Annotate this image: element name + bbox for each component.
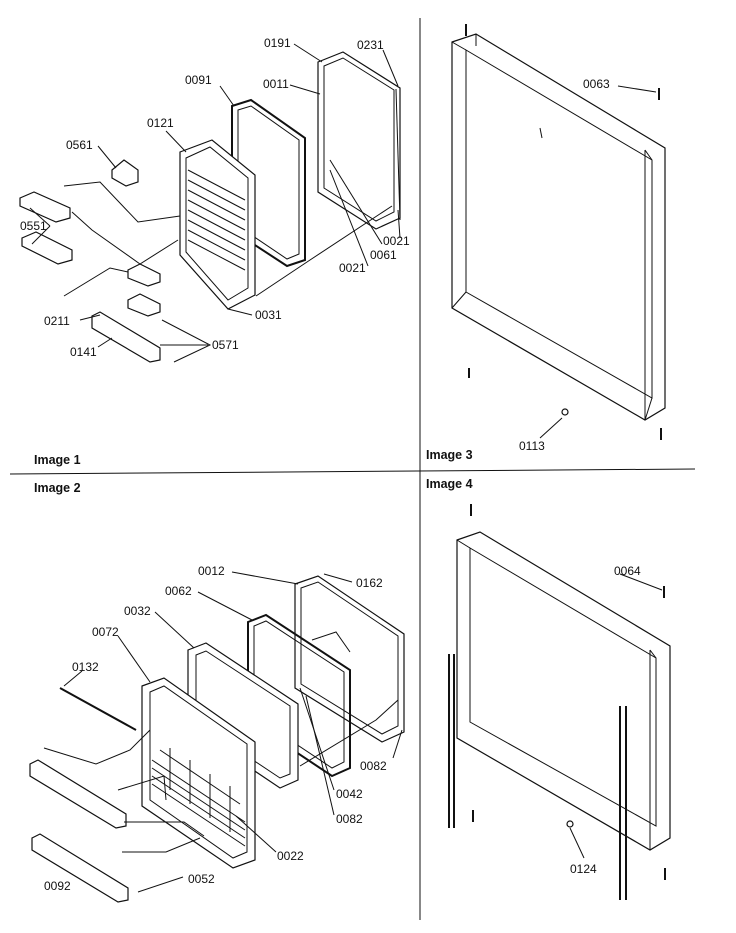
caption-image-2: Image 2 — [34, 481, 81, 495]
image-2-drawing — [29, 571, 405, 903]
label-0561: 0561 — [66, 138, 93, 152]
horizontal-divider — [9, 468, 696, 475]
label-0082-right: 0082 — [360, 759, 387, 773]
label-0072: 0072 — [92, 625, 119, 639]
label-0021-lower: 0021 — [339, 261, 366, 275]
label-0092: 0092 — [44, 879, 71, 893]
label-0571: 0571 — [212, 338, 239, 352]
label-0141: 0141 — [70, 345, 97, 359]
label-0121: 0121 — [147, 116, 174, 130]
label-0551: 0551 — [20, 219, 47, 233]
label-0162: 0162 — [356, 576, 383, 590]
outer-door-panel — [317, 51, 401, 230]
label-0022: 0022 — [277, 849, 304, 863]
label-0031: 0031 — [255, 308, 282, 322]
label-0211: 0211 — [44, 314, 70, 328]
image-1-leaders — [29, 43, 401, 363]
door-frame-outer — [451, 33, 666, 421]
caption-image-3: Image 3 — [426, 448, 473, 462]
part-0551-bin-upper — [19, 191, 71, 223]
caption-image-4: Image 4 — [426, 477, 473, 491]
label-0021-upper: 0021 — [383, 234, 410, 248]
screw-group-image-3 — [465, 24, 662, 440]
label-0032: 0032 — [124, 604, 151, 618]
label-0132: 0132 — [72, 660, 99, 674]
door-liner-shelves — [187, 169, 246, 271]
label-0011: 0011 — [263, 77, 289, 91]
freezer-frame-outer — [456, 531, 671, 851]
image-3-drawing — [451, 24, 666, 440]
part-cup-lower — [127, 293, 161, 317]
outer-door-panel-inner-edge — [323, 57, 395, 222]
label-0062: 0062 — [165, 584, 192, 598]
label-0012: 0012 — [198, 564, 225, 578]
image-2-leaders — [43, 571, 403, 893]
part-cup-upper — [127, 263, 161, 287]
part-0092-rail — [31, 833, 129, 903]
freezer-outer-panel — [294, 575, 405, 743]
part-0551-bin-lower — [21, 231, 73, 265]
door-liner — [179, 139, 256, 310]
label-0091: 0091 — [185, 73, 212, 87]
heater-tubes — [448, 654, 627, 900]
label-0061: 0061 — [370, 248, 397, 262]
label-0082-lower: 0082 — [336, 812, 363, 826]
screw-0124 — [566, 820, 574, 828]
panel-dividers — [9, 18, 696, 920]
caption-image-1: Image 1 — [34, 453, 81, 467]
image-1-drawing — [19, 43, 401, 363]
label-0124: 0124 — [570, 862, 597, 876]
screw-group-image-4 — [470, 504, 666, 880]
label-0052: 0052 — [188, 872, 215, 886]
image-4-drawing — [448, 504, 671, 900]
label-0064: 0064 — [614, 564, 641, 578]
freezer-door-liner — [141, 677, 256, 869]
screw-0113 — [561, 408, 569, 416]
part-0141-rail — [91, 311, 161, 363]
part-upper-rail — [29, 759, 127, 829]
label-0231: 0231 — [357, 38, 384, 52]
label-0113: 0113 — [519, 439, 545, 453]
label-0042: 0042 — [336, 787, 363, 801]
part-0132-rod — [59, 687, 137, 731]
freezer-liner-shelves — [151, 748, 246, 847]
label-0063: 0063 — [583, 77, 610, 91]
freezer-frame-opening — [469, 547, 657, 827]
label-0191: 0191 — [264, 36, 291, 50]
part-0561-block — [111, 159, 139, 187]
